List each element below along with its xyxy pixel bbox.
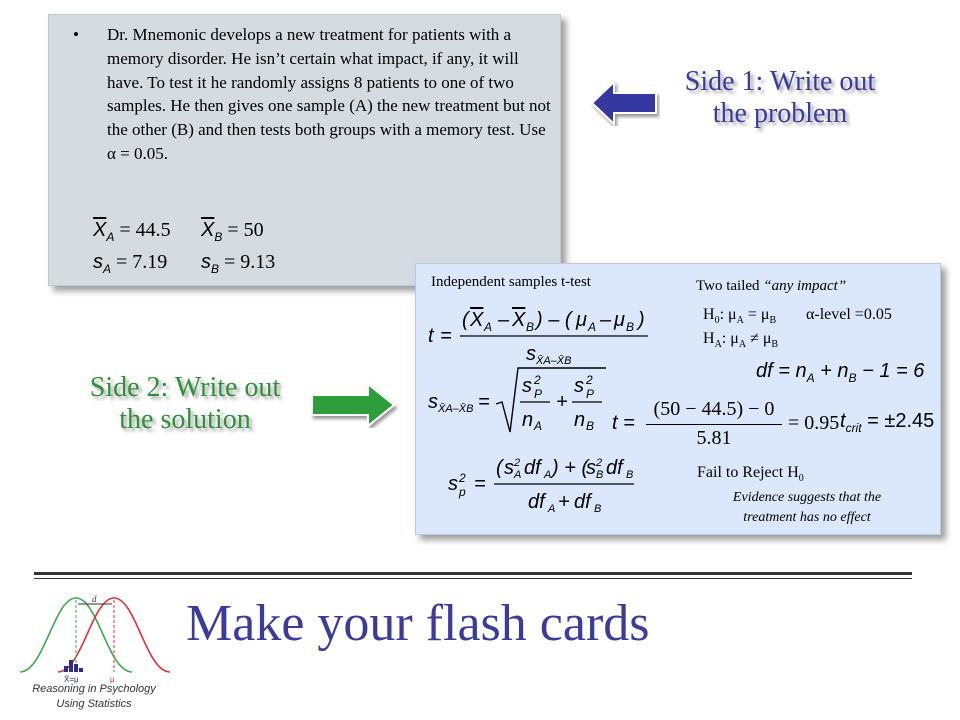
- solution-card: Independent samples t-test Two tailed “a…: [415, 263, 941, 535]
- svg-text:df: df: [574, 491, 593, 513]
- test-name: Independent samples t-test: [431, 274, 591, 290]
- svg-text:df: df: [606, 457, 625, 479]
- svg-text:X̄=μ: X̄=μ: [64, 675, 79, 684]
- sd-b: sB = 9.13: [201, 251, 276, 276]
- svg-text:B: B: [626, 320, 634, 334]
- svg-text:): ): [636, 309, 645, 331]
- svg-text:) + (: ) + (: [550, 457, 590, 479]
- logo-caption: Reasoning in Psychology Using Statistics: [32, 683, 156, 710]
- side2-label: Side 2: Write out the solution: [89, 372, 281, 435]
- svg-text:p: p: [458, 485, 466, 499]
- svg-text:–: –: [497, 309, 510, 331]
- svg-text:n: n: [574, 409, 585, 431]
- svg-text:) – (: ) – (: [534, 309, 574, 331]
- svg-text:=: =: [474, 473, 486, 495]
- svg-text:s: s: [428, 391, 438, 413]
- svg-text:d: d: [92, 594, 97, 604]
- svg-text:μ: μ: [575, 309, 587, 331]
- svg-text:B: B: [626, 469, 633, 481]
- svg-text:–: –: [599, 309, 612, 331]
- arrow-right-icon: [311, 382, 396, 428]
- svg-text:2: 2: [458, 471, 466, 485]
- svg-text:A: A: [587, 320, 596, 334]
- svg-text:X̄A–X̄B: X̄A–X̄B: [535, 354, 571, 367]
- svg-text:μ: μ: [613, 309, 625, 331]
- svg-text:2: 2: [585, 373, 593, 387]
- problem-card: • Dr. Mnemonic develops a new treatment …: [48, 14, 561, 286]
- svg-text:B: B: [596, 469, 603, 481]
- svg-text:B: B: [586, 419, 594, 433]
- svg-text:n: n: [522, 409, 533, 431]
- svg-text:X: X: [511, 309, 526, 331]
- svg-text:μ: μ: [110, 675, 115, 684]
- svg-text:+: +: [558, 491, 570, 513]
- t-result: = 0.95: [788, 412, 840, 434]
- fraction-line: [646, 424, 782, 425]
- df-formula: df = nA + nB − 1 = 6: [756, 360, 925, 385]
- svg-text:s: s: [574, 375, 584, 397]
- alt-hypothesis: HA: μA ≠ μB: [703, 330, 779, 351]
- svg-text:A: A: [543, 469, 551, 481]
- arrow-left-icon: [590, 80, 657, 126]
- divider-thick: [34, 572, 912, 575]
- svg-text:2: 2: [533, 373, 541, 387]
- svg-text:t: t: [428, 325, 435, 347]
- problem-text: Dr. Mnemonic develops a new treatment fo…: [107, 25, 551, 163]
- svg-text:P: P: [534, 387, 542, 401]
- page-title: Make your flash cards: [186, 595, 650, 652]
- svg-text:(: (: [496, 457, 505, 479]
- sd-a: sA = 7.19: [93, 251, 168, 276]
- svg-text:s: s: [522, 375, 532, 397]
- t-label: t =: [612, 412, 635, 434]
- mean-b: XB = 50: [201, 219, 264, 244]
- null-hypothesis: H0: μA = μB: [703, 306, 777, 327]
- conclusion: Evidence suggests that the treatment has…: [732, 490, 882, 525]
- svg-text:B: B: [526, 320, 534, 334]
- divider-thin: [34, 578, 912, 579]
- svg-text:P: P: [586, 387, 594, 401]
- alpha-level: α-level =0.05: [806, 306, 892, 323]
- svg-text:2: 2: [513, 457, 520, 469]
- t-numerator: (50 − 44.5) − 0: [653, 398, 775, 420]
- svg-text:A: A: [533, 419, 542, 433]
- svg-text:(: (: [462, 309, 471, 331]
- svg-text:A: A: [547, 503, 555, 515]
- side1-label: Side 1: Write out the problem: [684, 66, 876, 129]
- svg-text:A: A: [513, 469, 521, 481]
- t-denominator: 5.81: [696, 427, 732, 449]
- svg-text:B: B: [594, 503, 601, 515]
- bullet: •: [73, 25, 79, 44]
- svg-text:s: s: [526, 343, 536, 365]
- svg-text:df: df: [524, 457, 543, 479]
- t-critical: tcrit = ±2.45: [840, 410, 935, 435]
- decision: Fail to Reject H0: [697, 464, 804, 485]
- svg-text:=: =: [440, 325, 452, 347]
- svg-text:s: s: [586, 457, 596, 479]
- svg-text:2: 2: [595, 457, 602, 469]
- svg-text:s: s: [448, 473, 458, 495]
- mean-a: XA = 44.5: [93, 219, 171, 244]
- svg-text:A: A: [483, 320, 492, 334]
- tails-label: Two tailed “any impact”: [696, 278, 847, 294]
- svg-text:X̄A–X̄B: X̄A–X̄B: [437, 402, 473, 415]
- normal-curves-logo-icon: d X̄=μ μ Reasoning in Psychology Using S…: [14, 592, 174, 717]
- svg-text:+: +: [556, 391, 568, 413]
- svg-text:df: df: [528, 491, 547, 513]
- svg-text:s: s: [504, 457, 514, 479]
- svg-text:=: =: [478, 391, 490, 413]
- svg-text:X: X: [469, 309, 484, 331]
